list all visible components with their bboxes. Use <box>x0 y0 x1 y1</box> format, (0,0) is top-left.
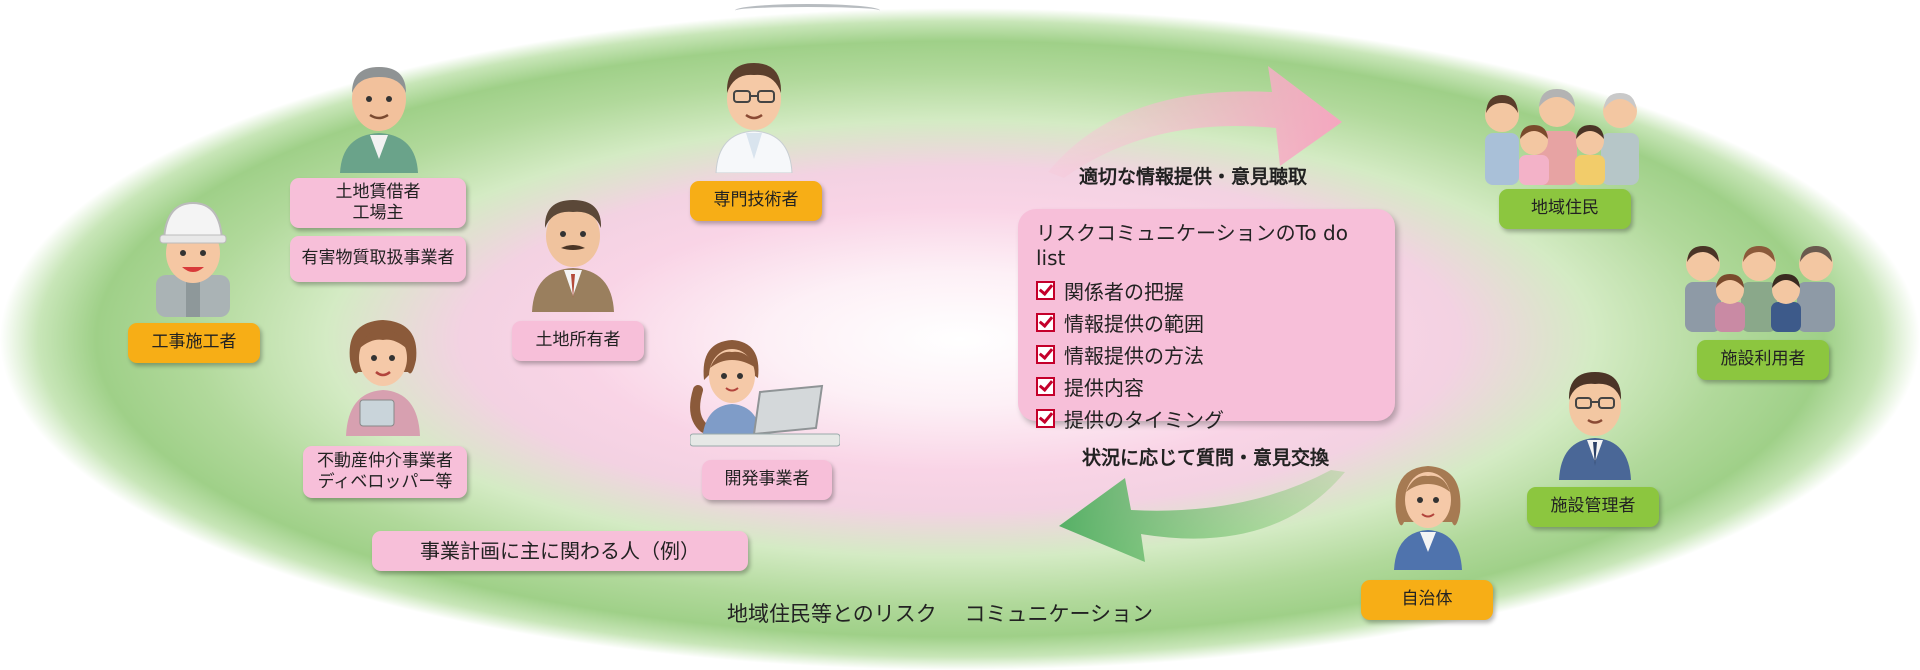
construction-worker-illustration <box>156 201 230 317</box>
label-facility-manager-text: 施設管理者 <box>1550 496 1636 517</box>
todo-item: 提供内容 <box>1036 370 1377 402</box>
label-developer: 開発事業者 <box>702 460 832 500</box>
pink-arrow-right <box>1048 66 1342 178</box>
land-lessee-illustration <box>340 67 418 173</box>
residents-group-illustration <box>1485 89 1639 185</box>
label-developer-text: 開発事業者 <box>724 469 810 490</box>
todo-item-label: 情報提供の範囲 <box>1064 311 1204 336</box>
label-expert-text: 専門技術者 <box>713 190 799 211</box>
label-facility-users-text: 施設利用者 <box>1720 349 1806 370</box>
checkbox-checked-icon <box>1036 312 1055 332</box>
todo-item: 提供のタイミング <box>1036 402 1377 434</box>
checkbox-checked-icon <box>1036 408 1055 428</box>
checkbox-checked-icon <box>1036 376 1055 396</box>
label-real-estate: 不動産仲介事業者 ディベロッパー等 <box>303 446 467 498</box>
label-land-lessee: 土地賃借者 工場主 <box>290 178 466 228</box>
label-land-lessee-line2: 工場主 <box>352 203 404 223</box>
land-owner-illustration <box>532 200 614 312</box>
label-real-estate-line2: ディベロッパー等 <box>317 472 453 492</box>
green-arrow-left <box>1059 470 1345 562</box>
label-expert: 専門技術者 <box>690 181 822 221</box>
expert-engineer-illustration <box>715 63 793 173</box>
todo-item: 関係者の把握 <box>1036 274 1377 306</box>
label-contractor-text: 工事施工者 <box>151 332 237 353</box>
decorative-stroke <box>735 4 880 17</box>
label-project-people-text: 事業計画に主に関わる人（例） <box>420 538 700 563</box>
label-facility-manager: 施設管理者 <box>1527 487 1659 527</box>
facility-manager-illustration <box>1559 372 1631 480</box>
label-land-lessee-line1: 土地賃借者 <box>335 181 421 202</box>
label-project-people: 事業計画に主に関わる人（例） <box>372 531 748 571</box>
facility-users-group-illustration <box>1685 246 1835 332</box>
todo-item-label: 提供内容 <box>1064 375 1144 400</box>
municipality-staff-illustration <box>1394 466 1462 570</box>
arrow-text-question-exchange: 状況に応じて質問・意見交換 <box>1082 447 1330 469</box>
label-residents-text: 地域住民 <box>1531 198 1599 219</box>
real-estate-agent-illustration <box>346 320 420 436</box>
todo-item: 情報提供の方法 <box>1036 338 1377 370</box>
todo-item-label: 情報提供の方法 <box>1064 343 1204 368</box>
label-residents: 地域住民 <box>1499 189 1631 229</box>
label-land-owner-text: 土地所有者 <box>535 330 621 351</box>
checkbox-checked-icon <box>1036 344 1055 364</box>
todo-item: 情報提供の範囲 <box>1036 306 1377 338</box>
todo-item-label: 関係者の把握 <box>1064 279 1184 304</box>
todo-item-label: 提供のタイミング <box>1064 407 1224 432</box>
label-facility-users: 施設利用者 <box>1697 340 1829 380</box>
checkbox-checked-icon <box>1036 280 1055 300</box>
background-ellipse <box>0 8 1920 670</box>
label-real-estate-line1: 不動産仲介事業者 <box>317 450 453 471</box>
developer-at-laptop-illustration <box>690 340 840 447</box>
label-hazardous-handler-text: 有害物質取扱事業者 <box>301 248 455 269</box>
arrow-text-information-provision: 適切な情報提供・意見聴取 <box>1079 166 1308 188</box>
label-contractor: 工事施工者 <box>128 323 260 363</box>
todo-list-panel: リスクコミュニケーションのTo do list 関係者の把握 情報提供の範囲 情… <box>1018 209 1395 432</box>
label-hazardous-handler: 有害物質取扱事業者 <box>290 236 466 282</box>
diagram-caption: 地域住民等とのリスク コミュニケーション <box>727 602 1154 626</box>
todo-list-title: リスクコミュニケーションのTo do list <box>1036 221 1348 270</box>
label-municipality: 自治体 <box>1361 580 1493 620</box>
label-land-owner: 土地所有者 <box>512 321 644 361</box>
label-municipality-text: 自治体 <box>1401 589 1453 610</box>
